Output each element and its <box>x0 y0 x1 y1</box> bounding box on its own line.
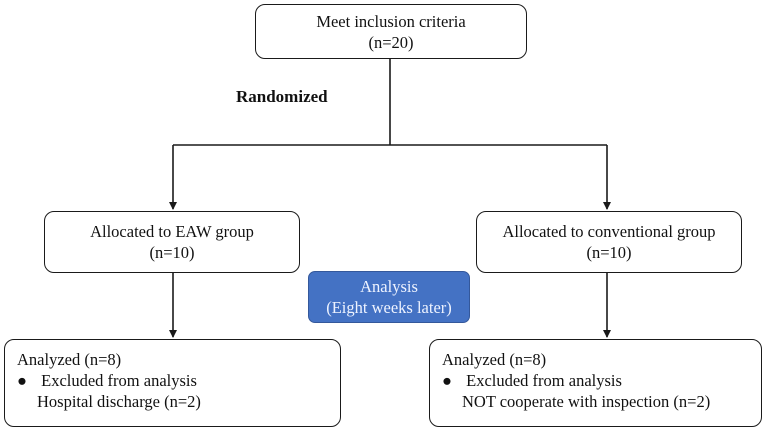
analysis-label: Analysis <box>360 277 418 296</box>
eaw-group-box: Allocated to EAW group (n=10) <box>44 211 300 273</box>
eaw-analyzed-count: Analyzed (n=8) <box>17 350 122 369</box>
inclusion-criteria-count: (n=20) <box>368 32 414 52</box>
bullet-icon: ● <box>442 371 452 390</box>
eaw-excluded-label: Excluded from analysis <box>41 371 197 390</box>
randomized-label: Randomized <box>236 87 328 106</box>
conventional-excluded-reason: NOT cooperate with inspection (n=2) <box>462 392 711 411</box>
conventional-group-count: (n=10) <box>586 243 632 262</box>
eaw-group-count: (n=10) <box>149 243 195 262</box>
analysis-box: Analysis (Eight weeks later) <box>308 271 470 323</box>
eaw-excluded-line: ● Excluded from analysis <box>17 370 340 391</box>
analysis-timing: (Eight weeks later) <box>326 298 452 317</box>
inclusion-criteria-box: Meet inclusion criteria (n=20) <box>255 4 527 59</box>
eaw-excluded-reason: Hospital discharge (n=2) <box>37 392 201 411</box>
conventional-group-box: Allocated to conventional group (n=10) <box>476 211 742 273</box>
conventional-analyzed-count: Analyzed (n=8) <box>442 350 547 369</box>
conventional-excluded-label: Excluded from analysis <box>466 371 622 390</box>
eaw-result-box: Analyzed (n=8) ● Excluded from analysis … <box>4 339 341 427</box>
eaw-group-label: Allocated to EAW group <box>90 222 254 241</box>
inclusion-criteria-label: Meet inclusion criteria <box>316 11 466 31</box>
conventional-result-box: Analyzed (n=8) ● Excluded from analysis … <box>429 339 762 427</box>
conventional-group-label: Allocated to conventional group <box>502 222 716 241</box>
conventional-excluded-line: ● Excluded from analysis <box>442 370 761 391</box>
bullet-icon: ● <box>17 371 27 390</box>
